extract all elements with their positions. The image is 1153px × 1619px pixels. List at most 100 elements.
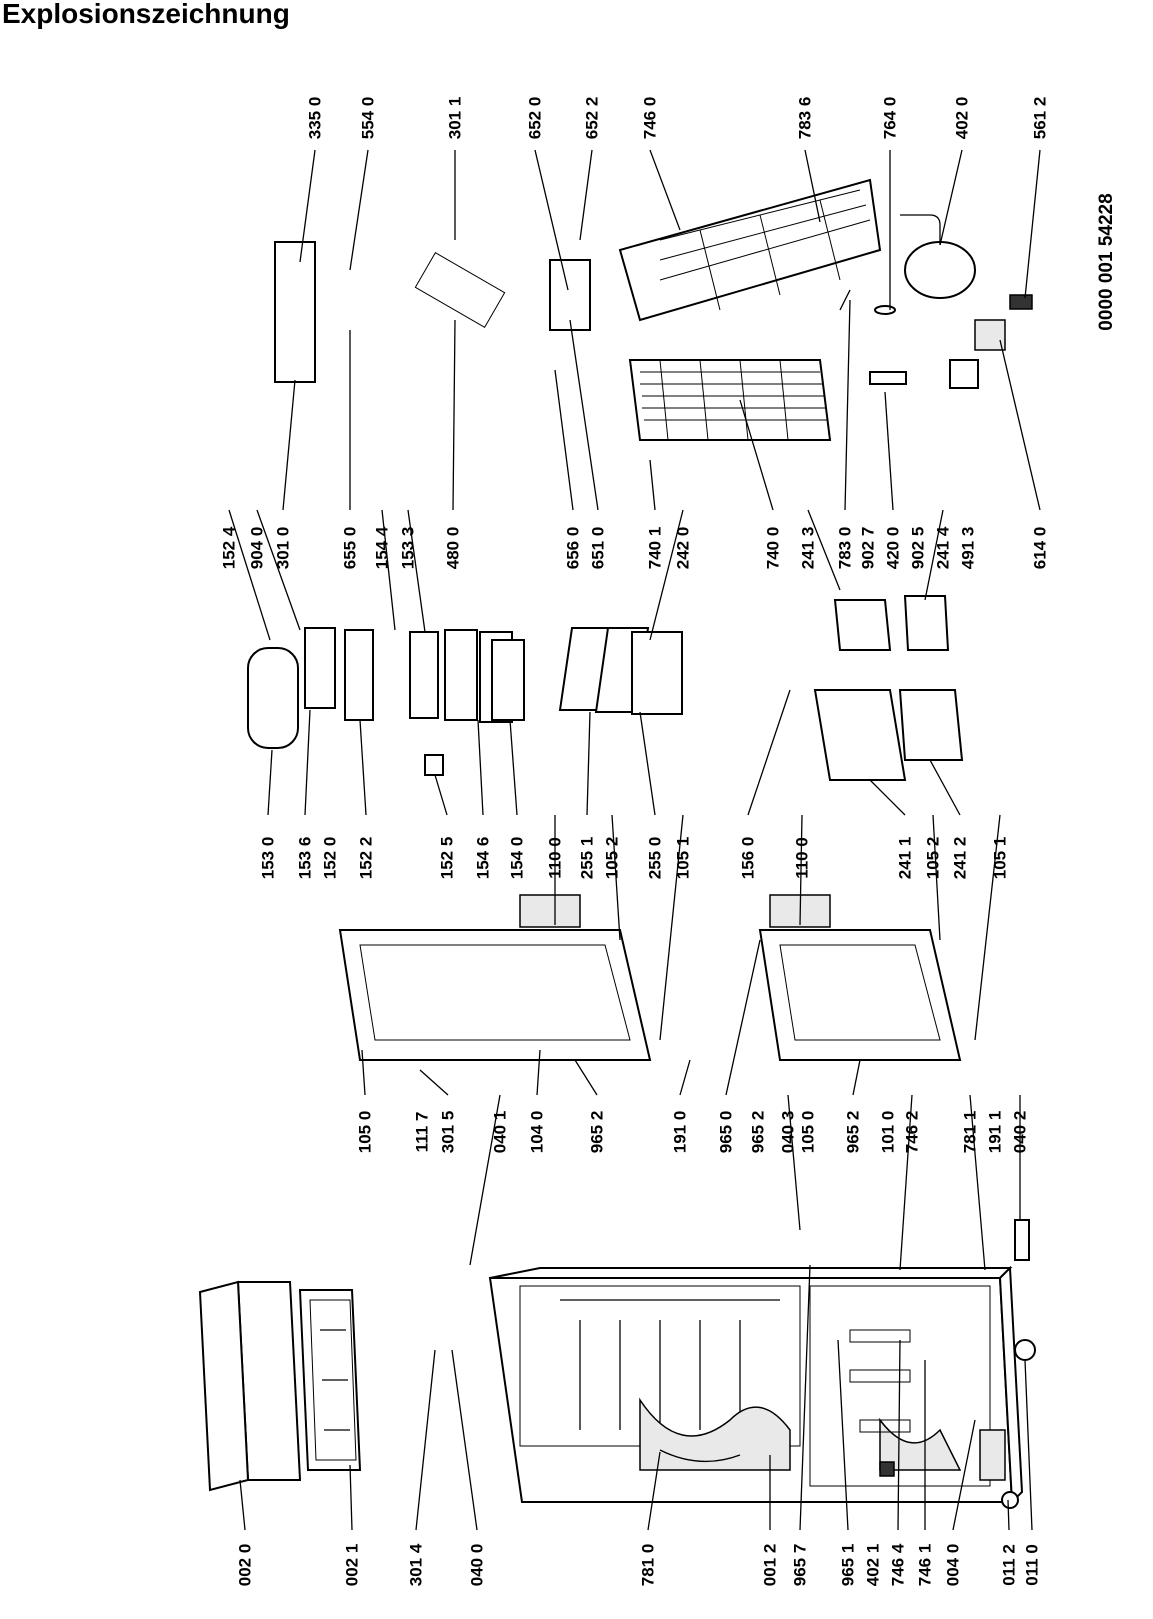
- part-label: 746 2: [903, 1111, 922, 1154]
- leader-line: [1007, 1499, 1010, 1531]
- upper-door: [338, 894, 652, 1061]
- part-label: 420 0: [884, 527, 903, 570]
- leader-line: [807, 509, 841, 591]
- part-label: 154 6: [474, 837, 493, 880]
- leader-line: [974, 814, 1001, 1041]
- leader-line: [844, 299, 851, 511]
- leader-line: [899, 1094, 913, 1271]
- part-label: 001 2: [761, 1544, 780, 1587]
- part-label: 781 1: [961, 1111, 980, 1154]
- part-label: 101 0: [879, 1111, 898, 1154]
- leader-line: [929, 759, 961, 816]
- part-label: 040 3: [779, 1111, 798, 1154]
- leader-line: [897, 1339, 901, 1531]
- leader-line: [586, 711, 591, 816]
- part-label: 002 0: [236, 1544, 255, 1587]
- part-label: 111 7: [413, 1112, 432, 1153]
- leader-line: [649, 509, 684, 641]
- part-label: 746 1: [916, 1544, 935, 1587]
- leader-line: [939, 149, 963, 246]
- part-label: 902 7: [859, 527, 878, 570]
- part-label: 965 1: [839, 1544, 858, 1587]
- part-label: 002 1: [343, 1544, 362, 1587]
- leader-line: [799, 1264, 811, 1531]
- part-label: 614 0: [1031, 527, 1050, 570]
- vegetable-bins: [813, 595, 964, 781]
- part-label: 110 0: [793, 837, 812, 879]
- leader-line: [452, 319, 456, 511]
- leader-line: [477, 719, 484, 816]
- leader-line: [924, 509, 944, 601]
- leader-line: [639, 711, 656, 816]
- part-label: 153 6: [296, 837, 315, 880]
- leader-line: [569, 319, 599, 511]
- leader-line: [536, 1049, 541, 1096]
- leader-line: [469, 1094, 501, 1266]
- part-label: 656 0: [564, 527, 583, 570]
- part-label: 105 2: [924, 837, 943, 880]
- part-label: 554 0: [359, 97, 378, 140]
- part-label: 965 2: [588, 1111, 607, 1154]
- part-label: 783 0: [836, 527, 855, 570]
- leader-line: [852, 1059, 861, 1096]
- leader-line: [381, 509, 396, 631]
- part-label: 781 0: [639, 1544, 658, 1587]
- upper-small-parts: [247, 241, 683, 776]
- part-label: 740 1: [646, 527, 665, 570]
- part-label: 965 0: [717, 1111, 736, 1154]
- part-label: 011 0: [1023, 1544, 1042, 1586]
- part-label: 105 2: [603, 837, 622, 880]
- part-label: 740 0: [764, 527, 783, 570]
- leader-line: [349, 149, 369, 271]
- part-label: 561 2: [1031, 97, 1050, 140]
- top-cover-parts: [198, 1280, 362, 1492]
- leader-line: [611, 814, 621, 941]
- leader-line: [787, 1094, 801, 1231]
- part-label: 402 0: [953, 97, 972, 140]
- leader-line: [349, 1464, 353, 1531]
- part-label: 301 0: [274, 527, 293, 570]
- part-label: 655 0: [341, 527, 360, 570]
- part-label: 902 5: [909, 527, 928, 570]
- part-label: 153 0: [259, 837, 278, 880]
- leader-line: [725, 939, 761, 1096]
- part-label: 011 2: [1000, 1544, 1019, 1586]
- part-label: 402 1: [864, 1544, 883, 1587]
- leader-line: [554, 369, 574, 511]
- part-label: 965 7: [791, 1544, 810, 1587]
- leader-line: [509, 719, 518, 816]
- leader-line: [969, 1094, 986, 1271]
- leader-line: [228, 509, 271, 641]
- leader-line: [647, 1451, 661, 1531]
- part-label: 105 1: [991, 837, 1010, 880]
- leader-line: [574, 1059, 598, 1096]
- part-label: 335 0: [306, 97, 325, 140]
- document-number: 0000 001 54228: [1096, 193, 1117, 330]
- leader-line: [932, 814, 941, 941]
- part-label: 104 0: [528, 1111, 547, 1154]
- leader-line: [804, 149, 821, 223]
- part-label: 652 0: [526, 97, 545, 140]
- part-label: 241 1: [896, 837, 915, 880]
- leader-line: [952, 1419, 976, 1531]
- leader-line: [239, 1479, 246, 1531]
- part-label: 764 0: [881, 97, 900, 140]
- part-label: 480 0: [444, 527, 463, 570]
- lower-door: [758, 894, 962, 1061]
- part-label: 491 3: [959, 527, 978, 570]
- part-label: 154 4: [373, 526, 392, 569]
- leader-line: [1024, 149, 1041, 299]
- leader-line: [359, 719, 367, 816]
- leader-line: [434, 774, 448, 816]
- leader-line: [679, 1059, 691, 1096]
- leader-line: [282, 379, 296, 511]
- part-label: 152 0: [321, 837, 340, 880]
- leader-line: [361, 1049, 366, 1096]
- part-label: 152 5: [438, 837, 457, 880]
- part-label: 746 4: [889, 1543, 908, 1586]
- part-label: 105 0: [799, 1111, 818, 1154]
- part-label: 301 4: [407, 1543, 426, 1586]
- leader-line: [304, 709, 311, 816]
